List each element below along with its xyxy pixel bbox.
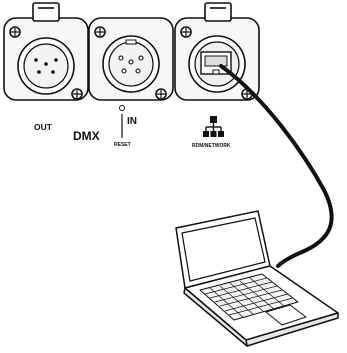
in-label: IN: [127, 116, 137, 127]
dmx-label: DMX: [73, 129, 100, 143]
network-label: RDM/NETWORK: [192, 143, 231, 149]
reset-label: RESET: [114, 142, 131, 148]
reset-button-icon[interactable]: [119, 105, 125, 139]
network-icon: [203, 116, 224, 137]
out-label: OUT: [34, 122, 53, 132]
laptop-icon: [175, 210, 339, 347]
xlr-in-connector-icon: [88, 17, 174, 101]
network-cable: [219, 64, 334, 268]
xlr-out-connector-icon: [3, 2, 89, 101]
